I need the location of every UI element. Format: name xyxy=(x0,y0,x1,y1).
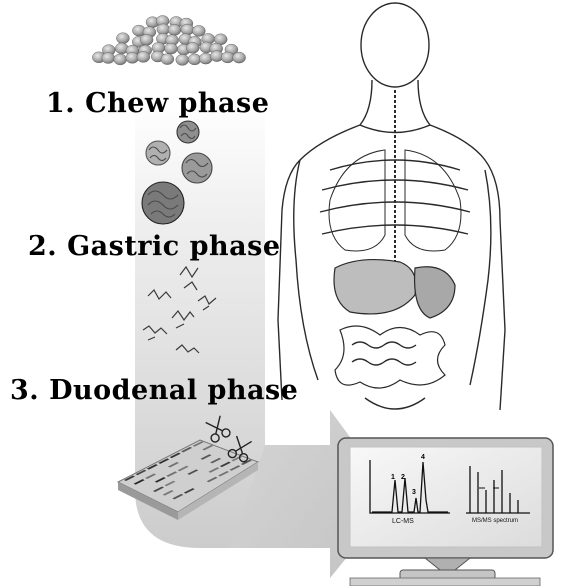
soybean xyxy=(233,52,246,63)
soybean xyxy=(165,43,178,54)
soybean xyxy=(137,51,150,62)
soybean xyxy=(221,52,234,63)
soybean xyxy=(140,34,153,45)
soybean xyxy=(199,53,212,64)
soybean xyxy=(114,54,127,65)
soybean xyxy=(181,24,194,35)
soybean xyxy=(161,54,174,65)
peak-label-4: 4 xyxy=(421,454,425,461)
lc-ms-label: LC-MS xyxy=(392,518,414,525)
peak-label-1: 1 xyxy=(391,474,395,481)
phase-label-gastric: 2. Gastric phase xyxy=(28,231,281,262)
computer-monitor xyxy=(338,438,553,586)
soybean xyxy=(176,54,189,65)
soybean xyxy=(192,25,205,36)
soybeans xyxy=(92,16,245,66)
soybean xyxy=(168,24,181,35)
phase-label-duodenal: 3. Duodenal phase xyxy=(10,375,298,406)
soybean xyxy=(102,53,115,64)
phase-label-chew: 1. Chew phase xyxy=(46,88,269,119)
human-body-outline xyxy=(278,3,505,410)
soybean xyxy=(186,42,199,53)
peak-label-2: 2 xyxy=(401,474,405,481)
ms-ms-spectrum-label: MS/MS spectrum xyxy=(472,518,518,524)
peak-label-3: 3 xyxy=(412,489,416,496)
soybean xyxy=(116,33,129,44)
